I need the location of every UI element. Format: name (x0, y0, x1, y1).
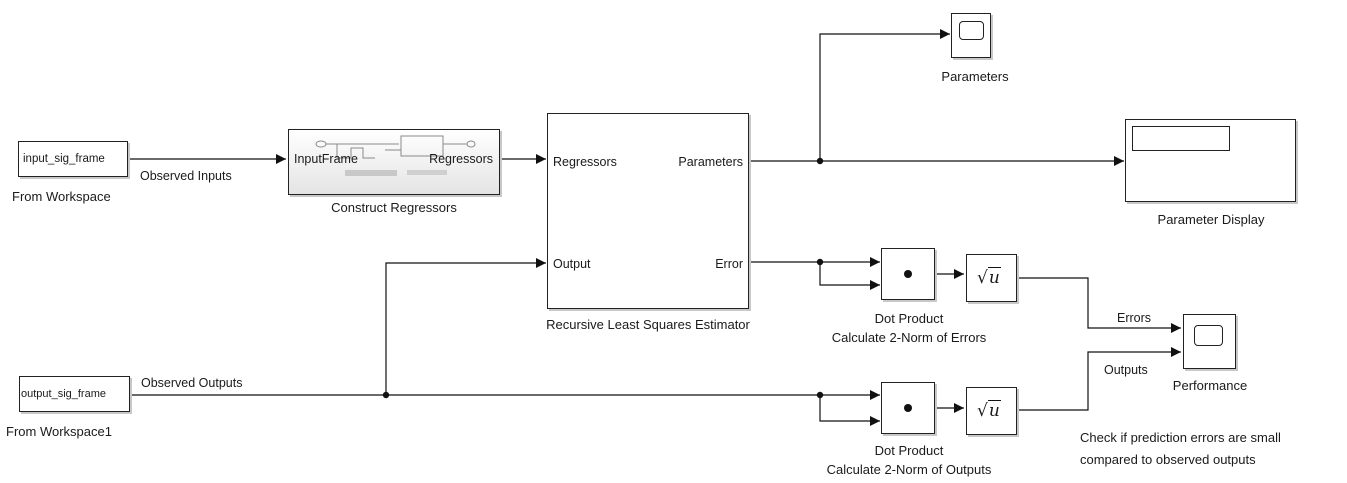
signal-label-observed-outputs: Observed Outputs (141, 376, 243, 390)
construct-in-port-label: InputFrame (294, 152, 358, 166)
rls-error-port: Error (715, 257, 743, 271)
sqrt-outputs-block[interactable]: √u (966, 387, 1017, 435)
annotation-line2: compared to observed outputs (1080, 452, 1256, 467)
dot-product-errors-label2: Calculate 2-Norm of Errors (831, 330, 987, 345)
dot-operator-icon (904, 270, 912, 278)
signal-outputs (1017, 347, 1181, 411)
dot-product-errors-label1: Dot Product (874, 311, 944, 326)
sqrt-icon: √u (977, 267, 1001, 288)
annotation-line1: Check if prediction errors are small (1080, 430, 1281, 445)
signal-label-errors: Errors (1117, 311, 1152, 325)
dot-product-outputs-label2: Calculate 2-Norm of Outputs (826, 462, 992, 477)
from-workspace-variable: input_sig_frame (23, 153, 105, 165)
rls-output-port: Output (553, 257, 591, 271)
from-workspace1-label: From Workspace1 (6, 424, 112, 439)
signal-errors (1017, 277, 1181, 333)
dot-product-errors-block[interactable] (881, 248, 935, 300)
construct-out-port-label: Regressors (429, 152, 493, 166)
from-workspace1-block[interactable]: output_sig_frame (19, 376, 130, 412)
parameter-display-block[interactable] (1125, 119, 1296, 202)
construct-regressors-block[interactable]: InputFrame Regressors (288, 129, 500, 195)
signal-output-to-rls (385, 258, 546, 395)
rls-estimator-block[interactable]: Regressors Output Parameters Error (547, 113, 749, 309)
rls-estimator-label: Recursive Least Squares Estimator (546, 317, 750, 332)
from-workspace-block[interactable]: input_sig_frame (18, 141, 128, 177)
rls-parameters-port: Parameters (678, 155, 743, 169)
parameter-display-label: Parameter Display (1157, 212, 1265, 227)
scope-icon (959, 21, 984, 40)
sqrt-radicand: u (987, 267, 1001, 288)
scope-icon (1194, 325, 1223, 346)
parameters-scope-label: Parameters (941, 69, 1009, 84)
performance-scope-label: Performance (1172, 378, 1248, 393)
sqrt-radicand: u (987, 400, 1001, 421)
sqrt-icon: √u (977, 400, 1001, 421)
dot-product-outputs-block[interactable] (881, 382, 935, 434)
signal-parameters-scope (819, 29, 950, 161)
subsystem-preview-icon (315, 135, 476, 176)
display-field (1132, 126, 1230, 151)
sqrt-errors-block[interactable]: √u (966, 254, 1017, 302)
from-workspace1-variable: output_sig_frame (21, 388, 106, 400)
from-workspace-label: From Workspace (12, 189, 111, 204)
dot-operator-icon (904, 404, 912, 412)
parameters-scope-block[interactable] (951, 13, 991, 58)
rls-regressors-port: Regressors (553, 155, 617, 169)
dot-product-outputs-label1: Dot Product (874, 443, 944, 458)
signal-label-observed-inputs: Observed Inputs (140, 169, 232, 183)
construct-regressors-label: Construct Regressors (331, 200, 457, 215)
performance-scope-block[interactable] (1183, 314, 1236, 369)
signal-label-outputs: Outputs (1104, 363, 1148, 377)
